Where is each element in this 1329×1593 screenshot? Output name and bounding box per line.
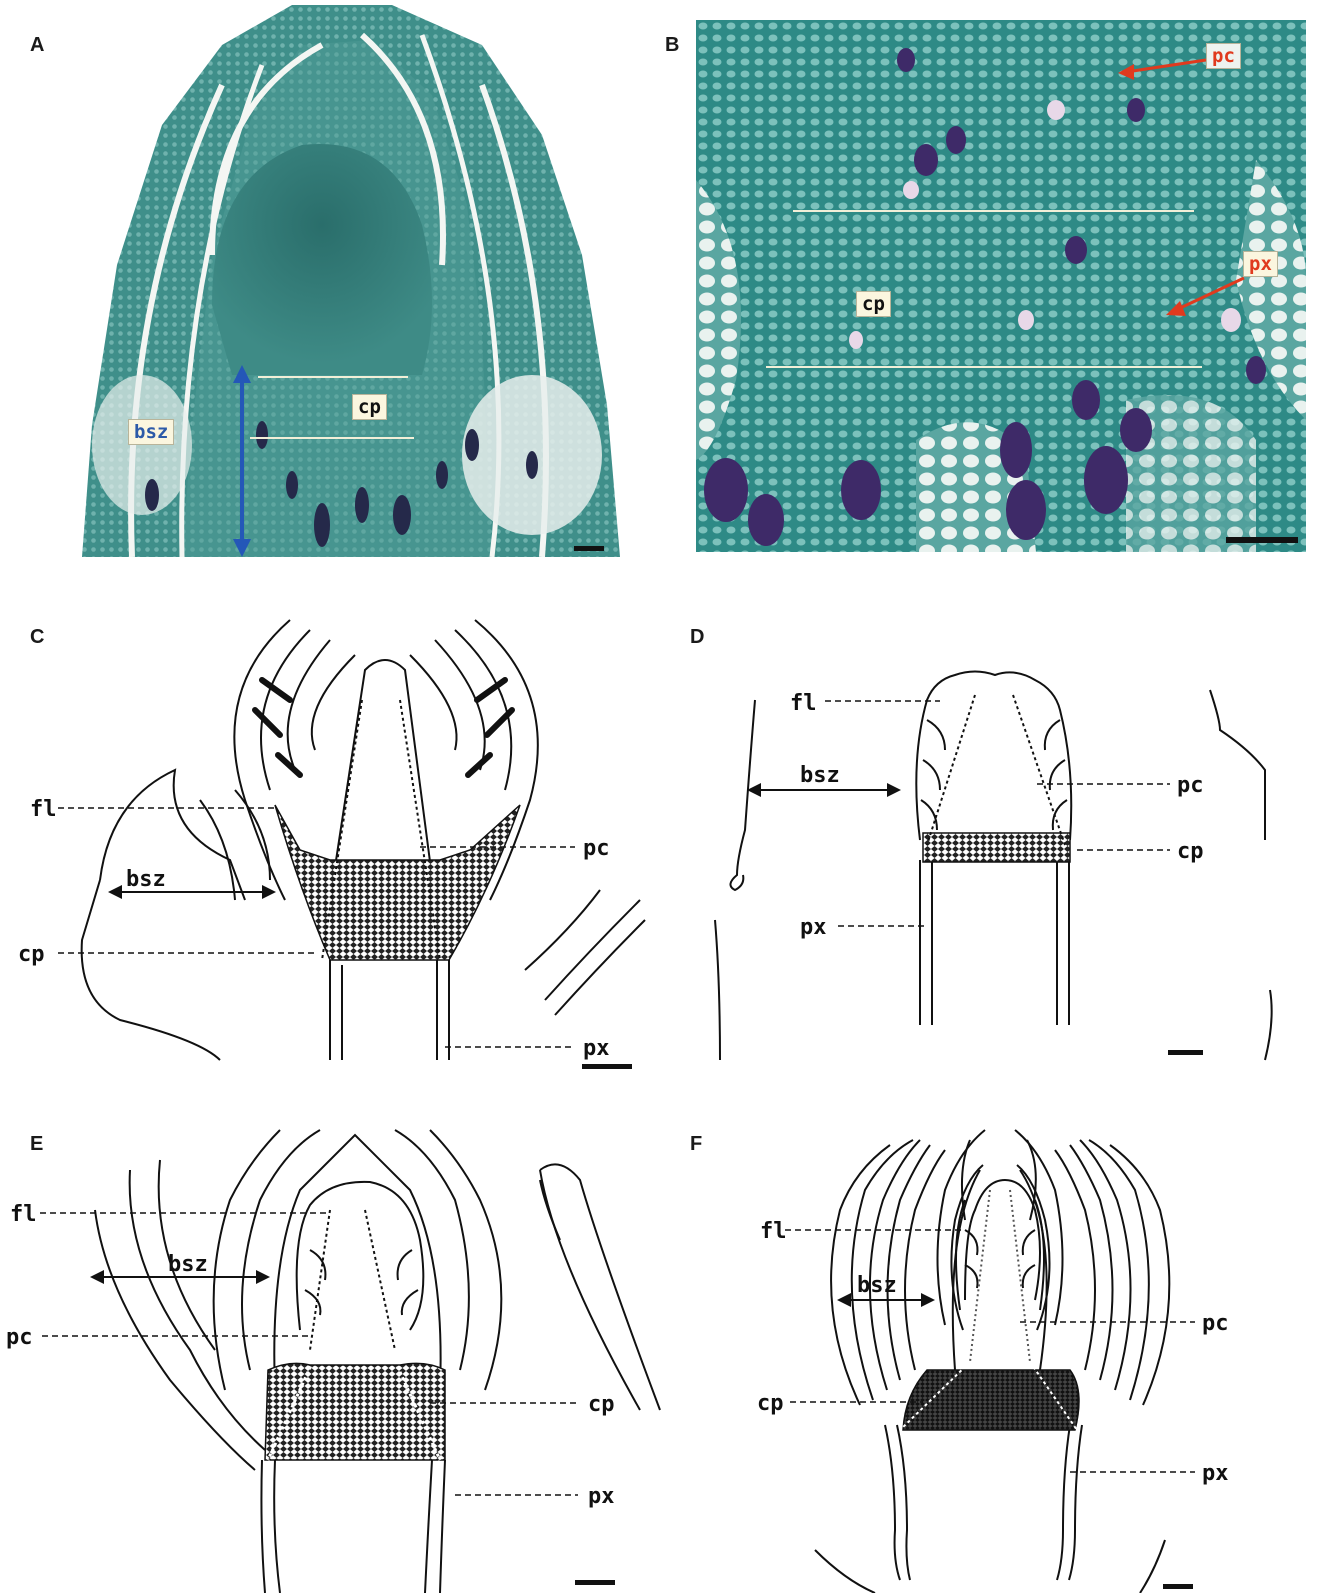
panel-c-drawing: fl bsz cp pc px [0, 600, 665, 1080]
panel-e-bsz-label: bsz [168, 1252, 208, 1277]
panel-e-px-label: px [588, 1484, 615, 1509]
panel-d-px-label: px [800, 915, 827, 940]
panel-f-drawing: fl bsz pc cp px [665, 1110, 1329, 1593]
panel-c-bsz-label: bsz [126, 867, 166, 892]
panel-b-letter: B [665, 34, 679, 57]
panel-a-letter: A [30, 34, 44, 57]
panel-c-px-label: px [583, 1036, 610, 1061]
panel-a-bsz-label: bsz [128, 419, 174, 445]
panel-d-bsz-label: bsz [800, 763, 840, 788]
panel-c-fl-label: fl [30, 797, 57, 822]
panel-b-pc-label: pc [1206, 43, 1241, 69]
panel-a-micrograph [62, 5, 620, 557]
panel-f-px-label: px [1202, 1461, 1229, 1486]
panel-c-pc-label: pc [583, 836, 610, 861]
panel-e-fl-label: fl [10, 1202, 37, 1227]
panel-f-cp-label: cp [757, 1391, 784, 1416]
panel-b-micrograph [696, 20, 1306, 552]
panel-c-cp-label: cp [18, 942, 45, 967]
panel-a-cp-label: cp [352, 394, 387, 420]
panel-f-pc-label: pc [1202, 1311, 1229, 1336]
panel-e-cp-label: cp [588, 1392, 615, 1417]
panel-d-fl-label: fl [790, 691, 817, 716]
panel-b-cp-label: cp [856, 291, 891, 317]
panel-e-pc-label: pc [6, 1325, 33, 1350]
panel-d-cp-label: cp [1177, 839, 1204, 864]
panel-f-fl-label: fl [760, 1219, 787, 1244]
panel-f-bsz-label: bsz [857, 1273, 897, 1298]
panel-d-pc-label: pc [1177, 773, 1204, 798]
panel-b-px-label: px [1243, 251, 1278, 277]
panel-d-drawing: fl bsz pc cp px [665, 600, 1329, 1080]
panel-e-drawing: fl bsz pc cp px [0, 1110, 665, 1593]
